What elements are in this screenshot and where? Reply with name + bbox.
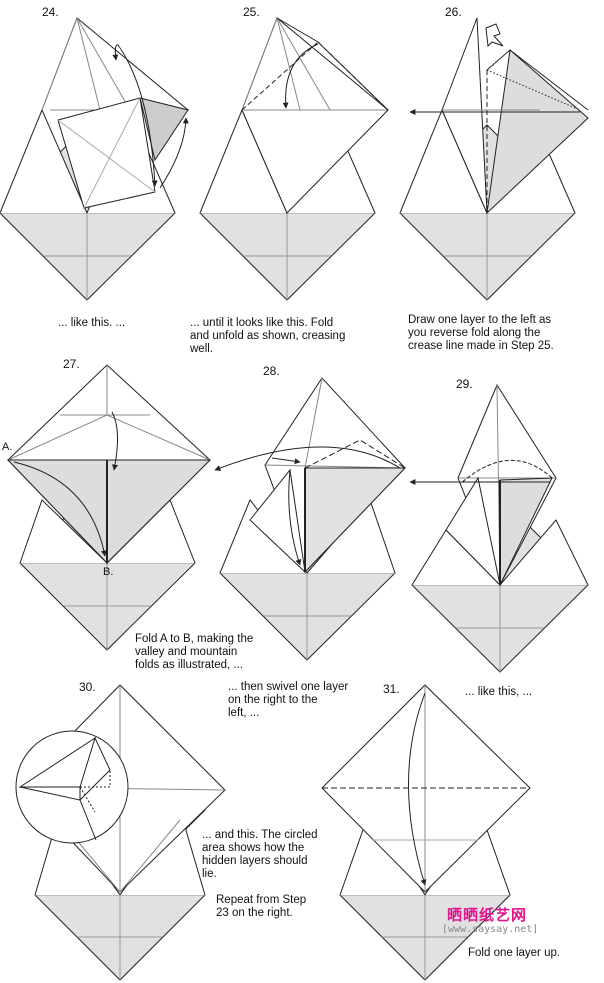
point-a-label: A.	[2, 441, 13, 453]
step-29-figure	[409, 383, 589, 673]
step-28-number: 28.	[263, 364, 280, 378]
step-29-caption: ... like this, ...	[465, 686, 533, 698]
step-27-number: 27.	[63, 357, 80, 371]
watermark-site-name: 晒晒纸艺网	[447, 906, 528, 924]
step-24-number: 24.	[42, 5, 59, 19]
watermark-url: [www.saysay.net]	[442, 924, 539, 935]
point-b-label: B.	[103, 566, 114, 578]
step-25-caption: ... until it looks like this. Fold and u…	[190, 317, 346, 355]
step-27-figure	[6, 364, 212, 651]
step-26-figure	[399, 17, 589, 301]
step-25-number: 25.	[243, 5, 260, 19]
step-30-number: 30.	[79, 680, 96, 694]
step-26-caption: Draw one layer to the left as you revers…	[408, 314, 554, 352]
step-31-caption: Fold one layer up.	[468, 947, 561, 959]
step-27-caption: Fold A to B, making the valley and mount…	[135, 633, 254, 671]
step-30-figure	[15, 684, 226, 981]
step-29-number: 29.	[456, 377, 473, 391]
step-30-caption: ... and this. The circled area shows how…	[202, 829, 318, 880]
step-31-figure	[321, 684, 531, 981]
step-25-figure	[199, 17, 389, 301]
step-31-number: 31.	[383, 682, 400, 696]
step-28-figure	[214, 377, 407, 661]
step-30-repeat-caption: Repeat from Step 23 on the right.	[216, 894, 307, 919]
step-24-figure	[0, 17, 190, 301]
step-28-caption: ... then swivel one layer on the right t…	[228, 681, 349, 719]
step-26-number: 26.	[445, 5, 462, 19]
step-24-caption: ... like this. ...	[58, 317, 126, 329]
